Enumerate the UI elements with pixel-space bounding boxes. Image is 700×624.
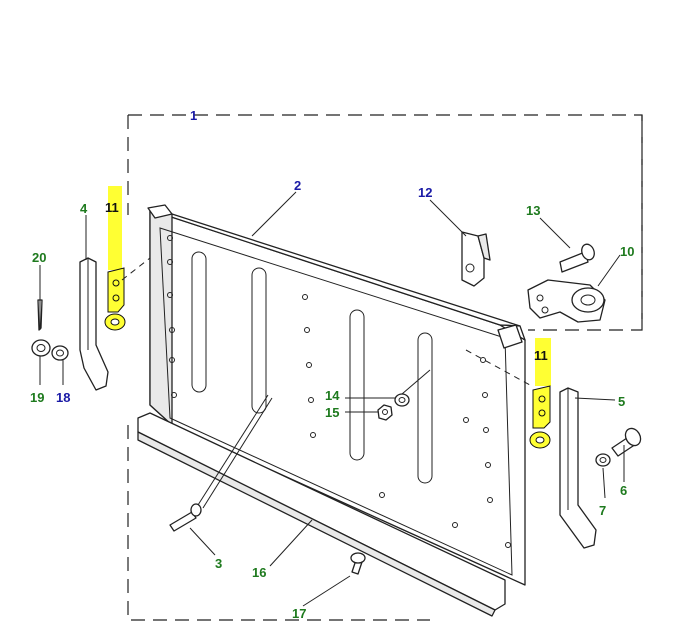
main-panel bbox=[147, 204, 526, 586]
callout-11-right: 11 bbox=[534, 348, 548, 363]
callout-16: 16 bbox=[252, 565, 266, 580]
callout-7: 7 bbox=[599, 503, 606, 518]
eye-bracket bbox=[527, 279, 606, 323]
callout-17: 17 bbox=[292, 606, 306, 621]
callout-13: 13 bbox=[526, 203, 540, 218]
callout-10: 10 bbox=[620, 244, 634, 259]
callout-15: 15 bbox=[325, 405, 339, 420]
callout-5: 5 bbox=[618, 394, 625, 409]
callout-6: 6 bbox=[620, 483, 627, 498]
hinge-plate-left bbox=[104, 186, 151, 331]
washer-18 bbox=[51, 345, 69, 361]
leader-lines bbox=[39, 114, 625, 607]
bolt-6 bbox=[611, 427, 642, 457]
callout-12: 12 bbox=[418, 185, 432, 200]
callout-2: 2 bbox=[294, 178, 301, 193]
washer-7 bbox=[595, 453, 611, 467]
washer-14 bbox=[394, 393, 410, 407]
washer-19 bbox=[31, 339, 51, 357]
bolt-13 bbox=[559, 243, 595, 273]
panel-holes bbox=[167, 235, 511, 548]
callout-18: 18 bbox=[56, 390, 70, 405]
assembly-boundary bbox=[127, 114, 643, 621]
nut-15 bbox=[377, 404, 393, 421]
bottom-rail bbox=[137, 412, 506, 617]
callout-labels: 1 2 3 4 5 6 7 10 11 11 12 13 14 15 16 17… bbox=[30, 108, 634, 621]
callout-11-left: 11 bbox=[105, 200, 119, 215]
split-pin-20 bbox=[37, 299, 43, 331]
left-hinge-bracket bbox=[79, 257, 109, 391]
rod-3 bbox=[169, 394, 273, 532]
callout-19: 19 bbox=[30, 390, 44, 405]
angle-bracket bbox=[461, 231, 491, 287]
hinge-plate-right bbox=[465, 338, 551, 449]
right-hinge-bracket bbox=[559, 387, 597, 549]
callout-3: 3 bbox=[215, 556, 222, 571]
bolt-17 bbox=[350, 552, 366, 575]
callout-4: 4 bbox=[80, 201, 88, 216]
callout-20: 20 bbox=[32, 250, 46, 265]
callout-1: 1 bbox=[190, 108, 197, 123]
callout-14: 14 bbox=[325, 388, 340, 403]
